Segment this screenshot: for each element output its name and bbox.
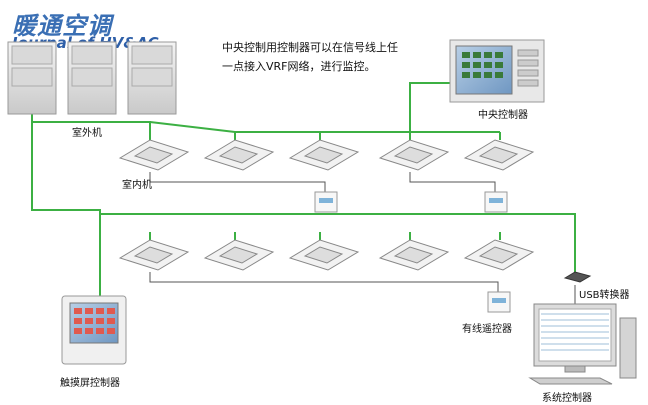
indoor-unit: [118, 139, 190, 171]
indoor-unit: [463, 139, 535, 171]
wired-remotes: [314, 191, 511, 313]
wired-remote: [314, 191, 338, 213]
indoor-unit: [378, 239, 450, 271]
signal-line-upper-row-2: [149, 121, 500, 133]
central-controller-device: [449, 39, 545, 103]
wired-remote: [484, 191, 508, 213]
logo-chinese: 暖通空调: [12, 12, 112, 40]
label-outdoor-unit: 室外机: [72, 128, 102, 139]
wire-upper-left: [149, 172, 326, 192]
signal-lines: [31, 82, 576, 298]
indoor-unit: [288, 239, 360, 271]
outdoor-unit-3: [127, 41, 177, 115]
label-usb-converter: USB转换器: [579, 290, 630, 301]
wired-remote: [487, 291, 511, 313]
label-wired-remote: 有线遥控器: [462, 324, 512, 335]
indoor-unit: [203, 139, 275, 171]
usb-converter-device: [563, 271, 592, 283]
indoor-unit: [288, 139, 360, 171]
indoor-unit: [203, 239, 275, 271]
outdoor-units: [7, 41, 177, 115]
system-controller-pc: [528, 303, 637, 385]
indoor-unit: [463, 239, 535, 271]
indoor-units-upper: [118, 139, 535, 171]
signal-line-lower-row: [100, 213, 576, 275]
wire-upper-right: [409, 172, 496, 192]
outdoor-unit-1: [7, 41, 57, 115]
outdoor-unit-2: [67, 41, 117, 115]
label-touch-controller: 触摸屏控制器: [60, 378, 120, 389]
signal-line-lower-ducts: [149, 232, 501, 240]
description-note: 中央控制用控制器可以在信号线上任一点接入VRF网络，进行监控。: [222, 41, 398, 73]
indoor-unit: [378, 139, 450, 171]
wire-lower: [149, 272, 499, 292]
signal-line-upper-to-central: [409, 82, 450, 132]
label-system-controller: 系统控制器: [542, 393, 592, 404]
label-central-controller: 中央控制器: [478, 110, 528, 121]
signal-line-upper-ducts: [234, 132, 501, 140]
indoor-units-lower: [118, 239, 535, 271]
indoor-unit: [118, 239, 190, 271]
touch-screen-controller-device: [61, 295, 127, 365]
label-indoor-unit: 室内机: [122, 180, 152, 191]
remote-wires: [149, 172, 576, 305]
